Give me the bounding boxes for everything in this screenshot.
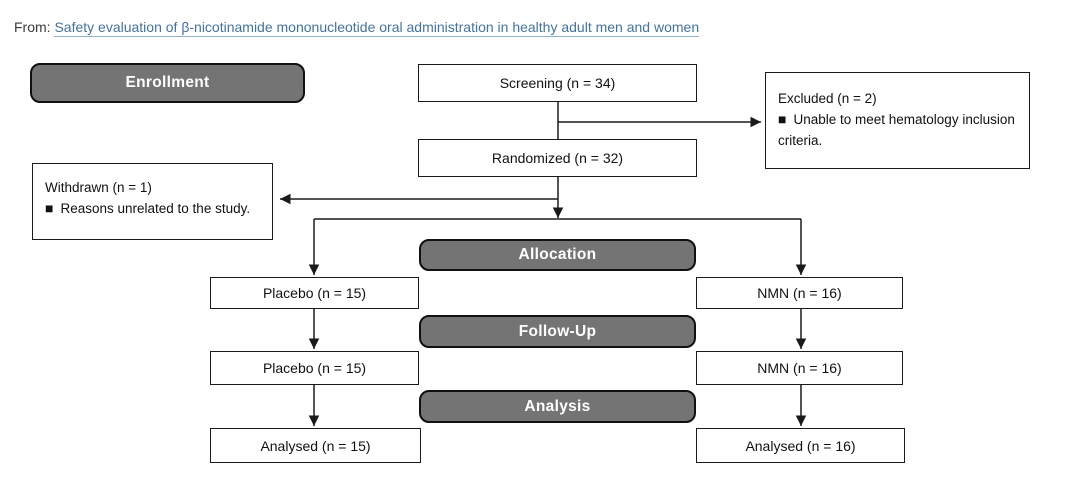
node-nmn-allocation: NMN (n = 16) [696, 277, 903, 309]
stage-allocation: Allocation [419, 239, 696, 271]
node-placebo-follow-up: Placebo (n = 15) [210, 351, 419, 385]
node-placebo-allocation: Placebo (n = 15) [210, 277, 419, 309]
node-placebo-analysis: Analysed (n = 15) [210, 428, 421, 463]
withdrawn-title: Withdrawn (n = 1) [45, 180, 152, 195]
node-nmn-follow-up: NMN (n = 16) [696, 351, 903, 385]
square-bullet-icon: ■ [778, 111, 787, 128]
from-label: From: [14, 19, 51, 35]
withdrawn-reason: ■Reasons unrelated to the study. [45, 200, 251, 217]
excluded-reason: ■Unable to meet hematology inclusion cri… [778, 111, 1015, 148]
node-nmn-analysis: Analysed (n = 16) [696, 428, 905, 463]
source-header: From: Safety evaluation of β-nicotinamid… [14, 19, 700, 37]
stage-enrollment: Enrollment [30, 63, 305, 103]
square-bullet-icon: ■ [45, 200, 54, 217]
stage-analysis: Analysis [419, 390, 696, 423]
stage-follow-up: Follow-Up [419, 315, 696, 348]
article-link[interactable]: Safety evaluation of β-nicotinamide mono… [54, 19, 700, 37]
node-randomized: Randomized (n = 32) [418, 139, 697, 177]
node-excluded: Excluded (n = 2) ■Unable to meet hematol… [765, 72, 1030, 169]
excluded-title: Excluded (n = 2) [778, 91, 877, 106]
node-withdrawn: Withdrawn (n = 1) ■Reasons unrelated to … [32, 163, 273, 240]
node-screening: Screening (n = 34) [418, 64, 697, 102]
